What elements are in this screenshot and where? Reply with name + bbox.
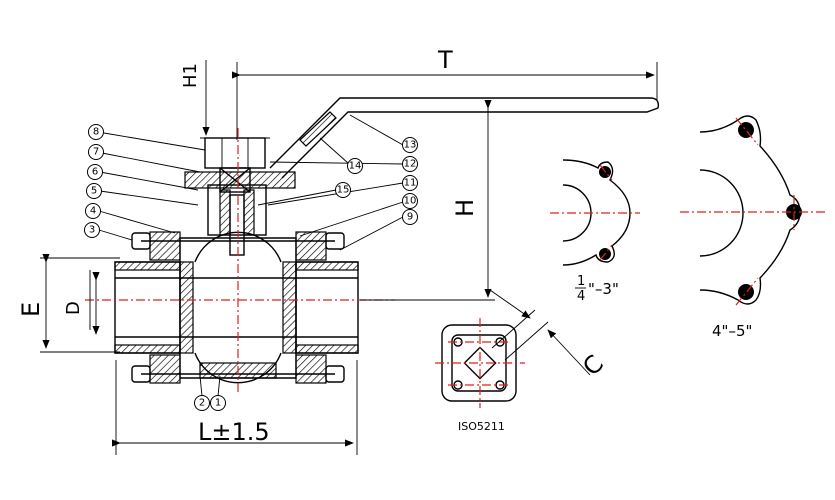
centerlines — [85, 128, 395, 395]
dimension-lines — [40, 60, 658, 455]
lever-handle — [269, 97, 660, 179]
svg-text:6: 6 — [92, 167, 98, 178]
dim-C: C — [577, 350, 609, 382]
svg-text:10: 10 — [404, 196, 417, 207]
iso5211-pad-view — [435, 289, 591, 408]
svg-text:1: 1 — [577, 274, 585, 289]
balloon-13: 13 — [402, 137, 418, 153]
balloon-8: 8 — [88, 124, 104, 140]
iso5211-caption: ISO5211 — [458, 420, 505, 433]
valve-body — [114, 231, 359, 384]
svg-text:1: 1 — [215, 398, 221, 409]
dim-T: T — [437, 46, 453, 74]
balloon-6: 6 — [87, 164, 103, 180]
balloon-10: 10 — [402, 193, 418, 209]
balloon-12: 12 — [402, 156, 418, 172]
small-size-label: 1 4 "–3" — [575, 274, 619, 304]
svg-text:14: 14 — [349, 161, 362, 172]
balloon-14: 14 — [347, 158, 363, 174]
small-flange-view — [550, 159, 640, 266]
svg-text:12: 12 — [404, 159, 417, 170]
large-flange-view — [680, 115, 825, 306]
part-balloons-right: 13 12 14 15 11 10 9 — [257, 114, 418, 251]
svg-text:4: 4 — [577, 289, 585, 304]
svg-text:8: 8 — [93, 127, 99, 138]
dim-L: L±1.5 — [198, 418, 270, 446]
svg-text:9: 9 — [407, 212, 413, 223]
balloon-5: 5 — [86, 183, 102, 199]
balloon-3: 3 — [84, 222, 100, 238]
balloon-7: 7 — [88, 144, 104, 160]
balloon-1: 1 — [210, 395, 226, 411]
balloon-15: 15 — [335, 182, 351, 198]
dim-H: H — [451, 199, 479, 217]
svg-text:7: 7 — [93, 147, 99, 158]
balloon-9: 9 — [402, 209, 418, 225]
dim-D: D — [63, 301, 84, 315]
svg-text:11: 11 — [404, 178, 417, 189]
svg-text:5: 5 — [91, 186, 97, 197]
svg-text:13: 13 — [404, 140, 417, 151]
dim-H1: H1 — [180, 63, 201, 88]
balloon-11: 11 — [402, 175, 418, 191]
stem-assembly — [184, 137, 296, 256]
svg-text:4: 4 — [90, 206, 96, 217]
svg-text:2: 2 — [199, 398, 205, 409]
dim-E: E — [17, 302, 45, 317]
large-size-label: 4"–5" — [712, 322, 752, 340]
svg-text:15: 15 — [337, 185, 350, 196]
balloon-2: 2 — [194, 395, 210, 411]
balloon-4: 4 — [85, 203, 101, 219]
part-balloons-bottom: 2 1 — [194, 375, 226, 411]
svg-text:3: 3 — [89, 225, 95, 236]
svg-text:"–3": "–3" — [588, 280, 619, 298]
part-balloons-left: 8 7 6 5 4 3 — [84, 124, 206, 241]
